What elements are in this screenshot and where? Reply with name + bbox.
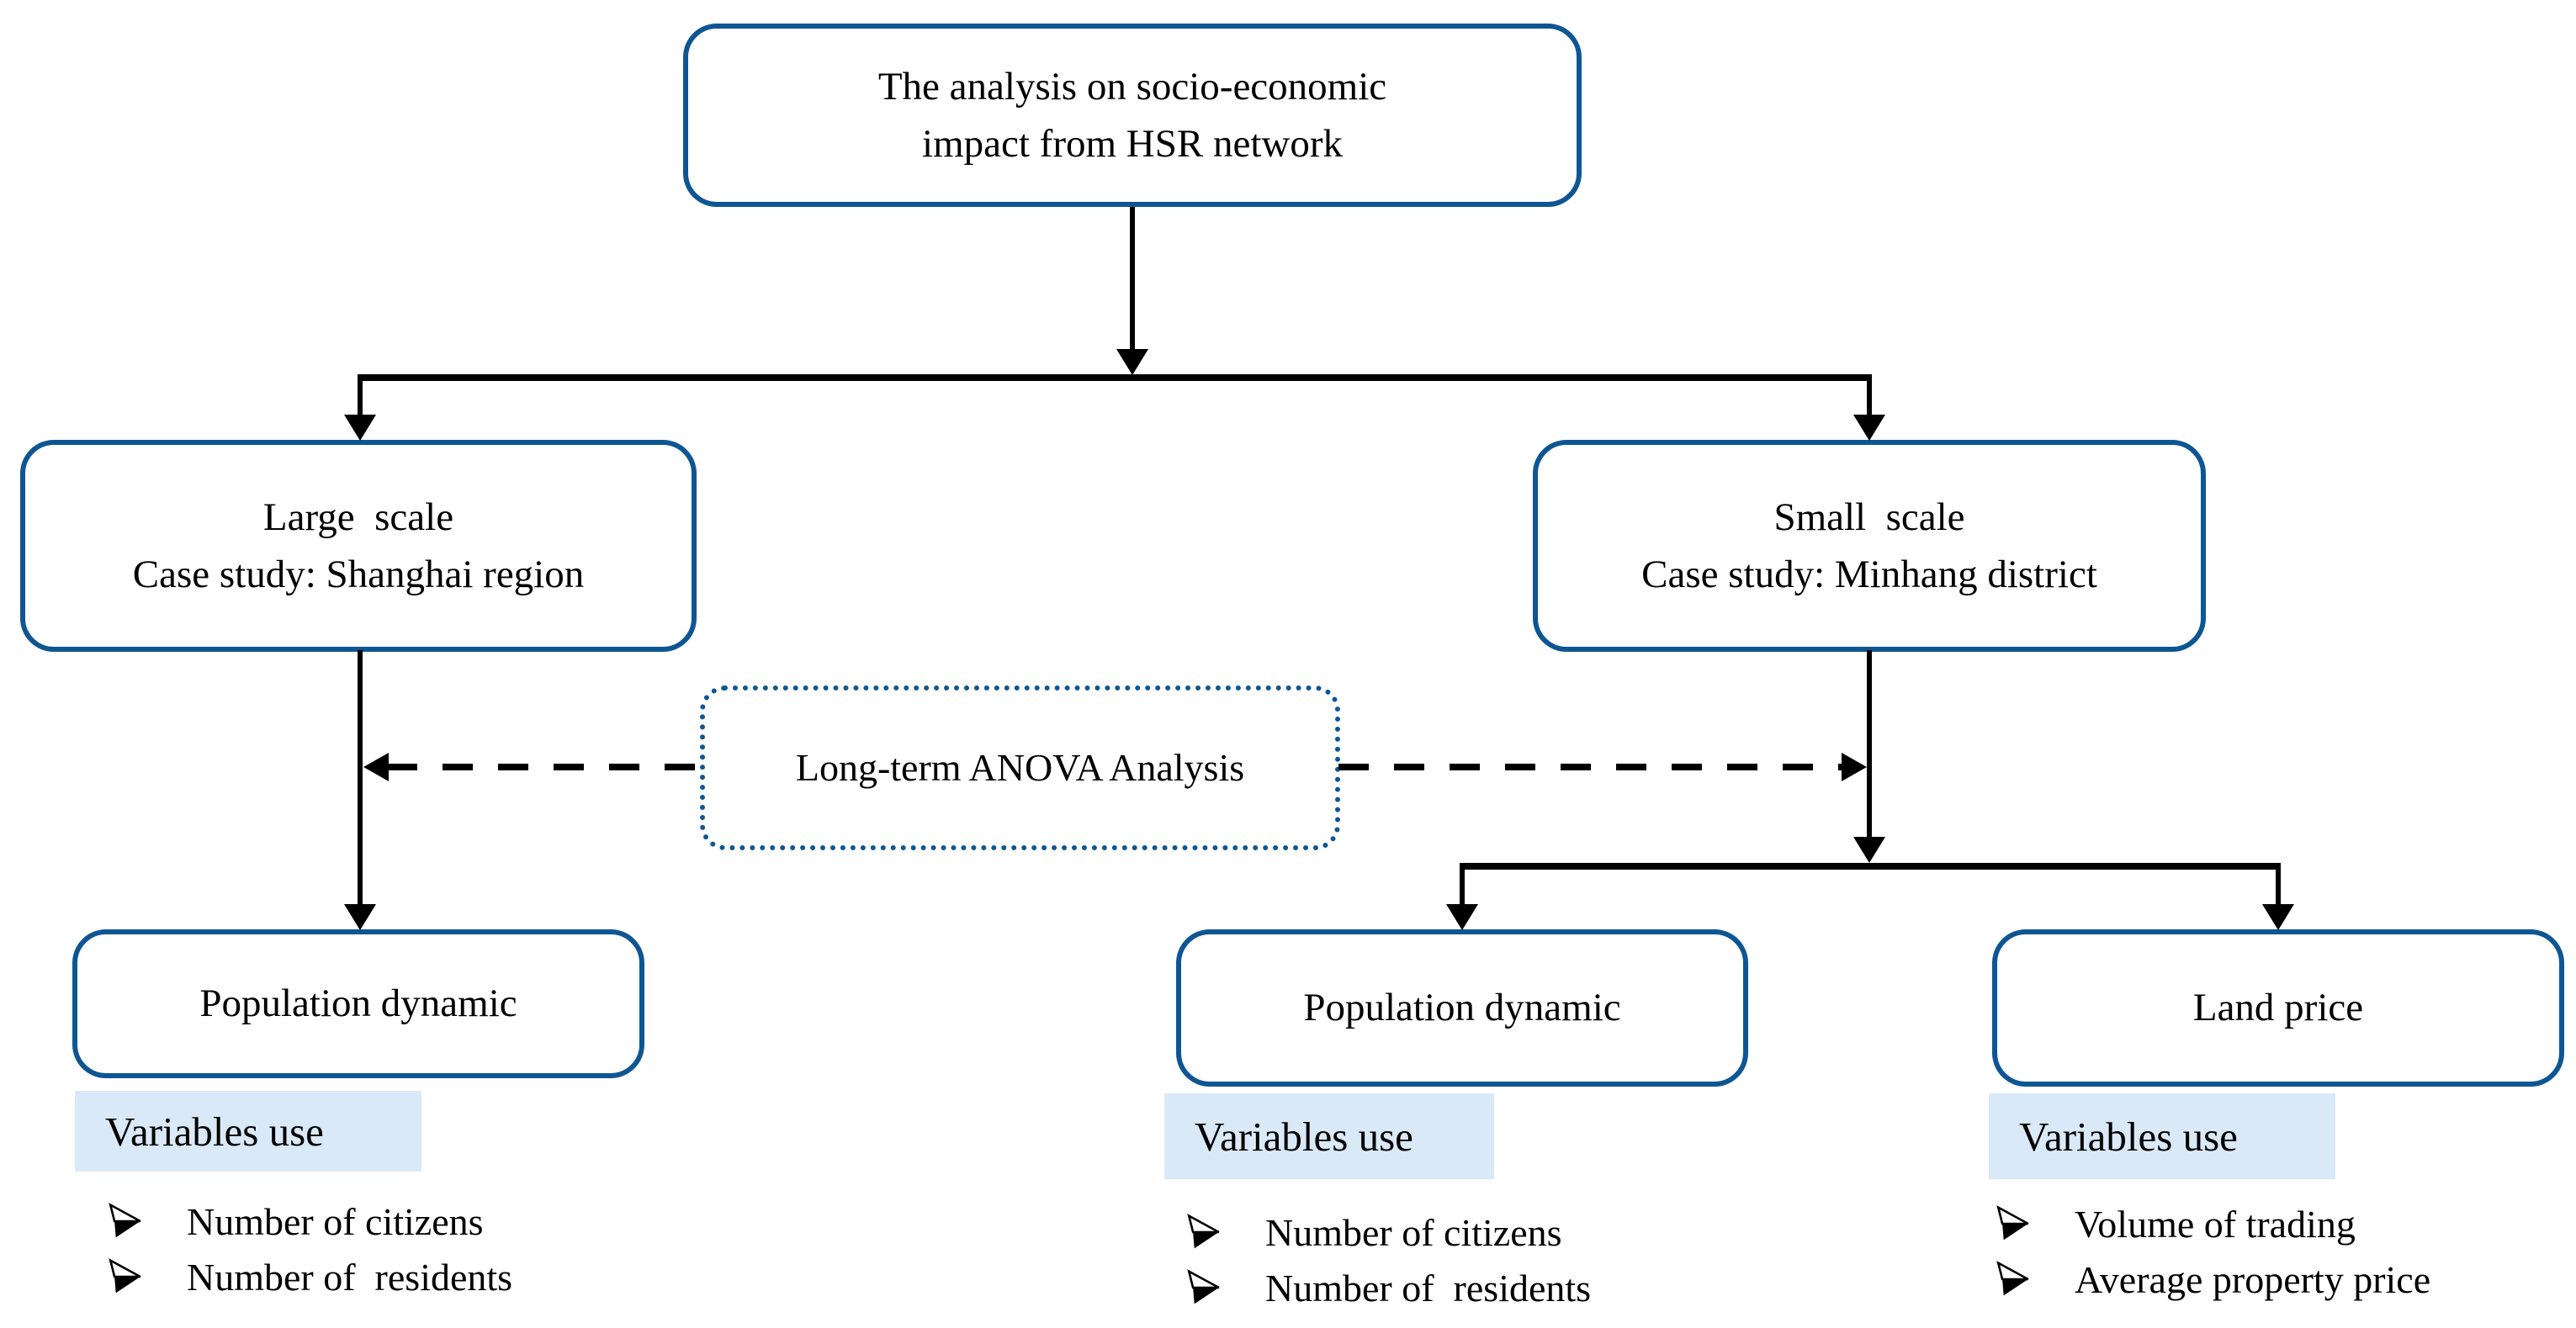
list-item-text: Number of citizens [187,1199,484,1243]
connector-small-down [1867,650,1872,837]
list-item: Number of residents [108,1251,512,1303]
arrowhead-anova-left-icon [363,753,389,781]
connector-root-down [1130,207,1135,349]
connector-to-land-price [2276,866,2281,905]
node-large-scale-line1: Large scale [262,495,454,539]
node-small-scale-line1: Small scale [1773,495,1965,539]
list-item-text: Average property price [2075,1257,2431,1301]
variables-use-label-mid: Variables use [1164,1093,1494,1179]
node-anova: Long-term ANOVA Analysis [700,685,1340,850]
variables-list-mid: Number of citizens Number of residents [1186,1206,1591,1314]
arrowhead-to-land-price-icon [2262,904,2294,930]
arrowhead-to-small-scale-icon [1853,415,1885,441]
variables-list-left: Number of citizens Number of residents [108,1195,512,1303]
list-bullet-icon [109,1258,141,1294]
list-item: Number of citizens [1186,1206,1591,1258]
arrowhead-to-population-mid-icon [1446,904,1478,930]
connector-to-small-scale [1867,374,1872,415]
list-item: Volume of trading [1996,1198,2430,1250]
list-item: Average property price [1996,1253,2430,1305]
dashed-connector-anova-left [387,764,702,770]
variables-use-text-left: Variables use [105,1108,324,1155]
dashed-connector-anova-right [1338,764,1842,770]
arrowhead-large-to-population-icon [344,904,376,930]
arrowhead-small-down-icon [1853,837,1885,863]
node-anova-label: Long-term ANOVA Analysis [795,745,1245,789]
node-small-scale-line2: Case study: Minhang district [1641,553,2097,596]
node-population-left-label: Population dynamic [199,981,517,1026]
arrowhead-to-large-scale-icon [344,415,376,441]
list-bullet-icon [1187,1214,1220,1249]
list-bullet-icon [1996,1205,2029,1241]
node-land-price-label: Land price [2192,986,2364,1030]
list-item-text: Number of residents [187,1255,513,1299]
connector-large-to-population [358,650,363,904]
variables-use-label-right: Variables use [1989,1093,2335,1179]
arrowhead-anova-right-icon [1842,753,1867,781]
connector-to-large-scale [358,374,363,415]
connector-bottom-branch [1460,863,2281,870]
list-item: Number of citizens [108,1195,512,1247]
list-item-text: Number of citizens [1265,1210,1562,1254]
variables-use-text-right: Variables use [2019,1113,2238,1160]
list-item-text: Number of residents [1265,1266,1592,1309]
connector-to-population-mid [1460,866,1465,905]
node-population-mid-label: Population dynamic [1303,986,1621,1030]
node-root-line1: The analysis on socio-economic [877,64,1387,108]
variables-use-label-left: Variables use [75,1091,421,1172]
node-root: The analysis on socio-economic impact fr… [683,24,1582,207]
node-land-price: Land price [1992,929,2564,1087]
node-population-mid: Population dynamic [1176,929,1748,1087]
node-root-line2: impact from HSR network [922,122,1343,166]
node-population-left: Population dynamic [72,929,644,1078]
node-large-scale-line2: Case study: Shanghai region [132,553,585,596]
arrowhead-root-down-icon [1116,349,1148,375]
connector-top-branch [360,374,1872,381]
list-bullet-icon [1996,1261,2029,1296]
node-small-scale: Small scale Case study: Minhang district [1533,440,2206,652]
list-item: Number of residents [1186,1262,1591,1314]
list-bullet-icon [109,1203,141,1238]
variables-use-text-mid: Variables use [1195,1113,1413,1160]
list-bullet-icon [1187,1269,1220,1304]
node-large-scale: Large scale Case study: Shanghai region [20,440,697,652]
variables-list-right: Volume of trading Average property price [1996,1198,2430,1305]
list-item-text: Volume of trading [2075,1202,2356,1246]
